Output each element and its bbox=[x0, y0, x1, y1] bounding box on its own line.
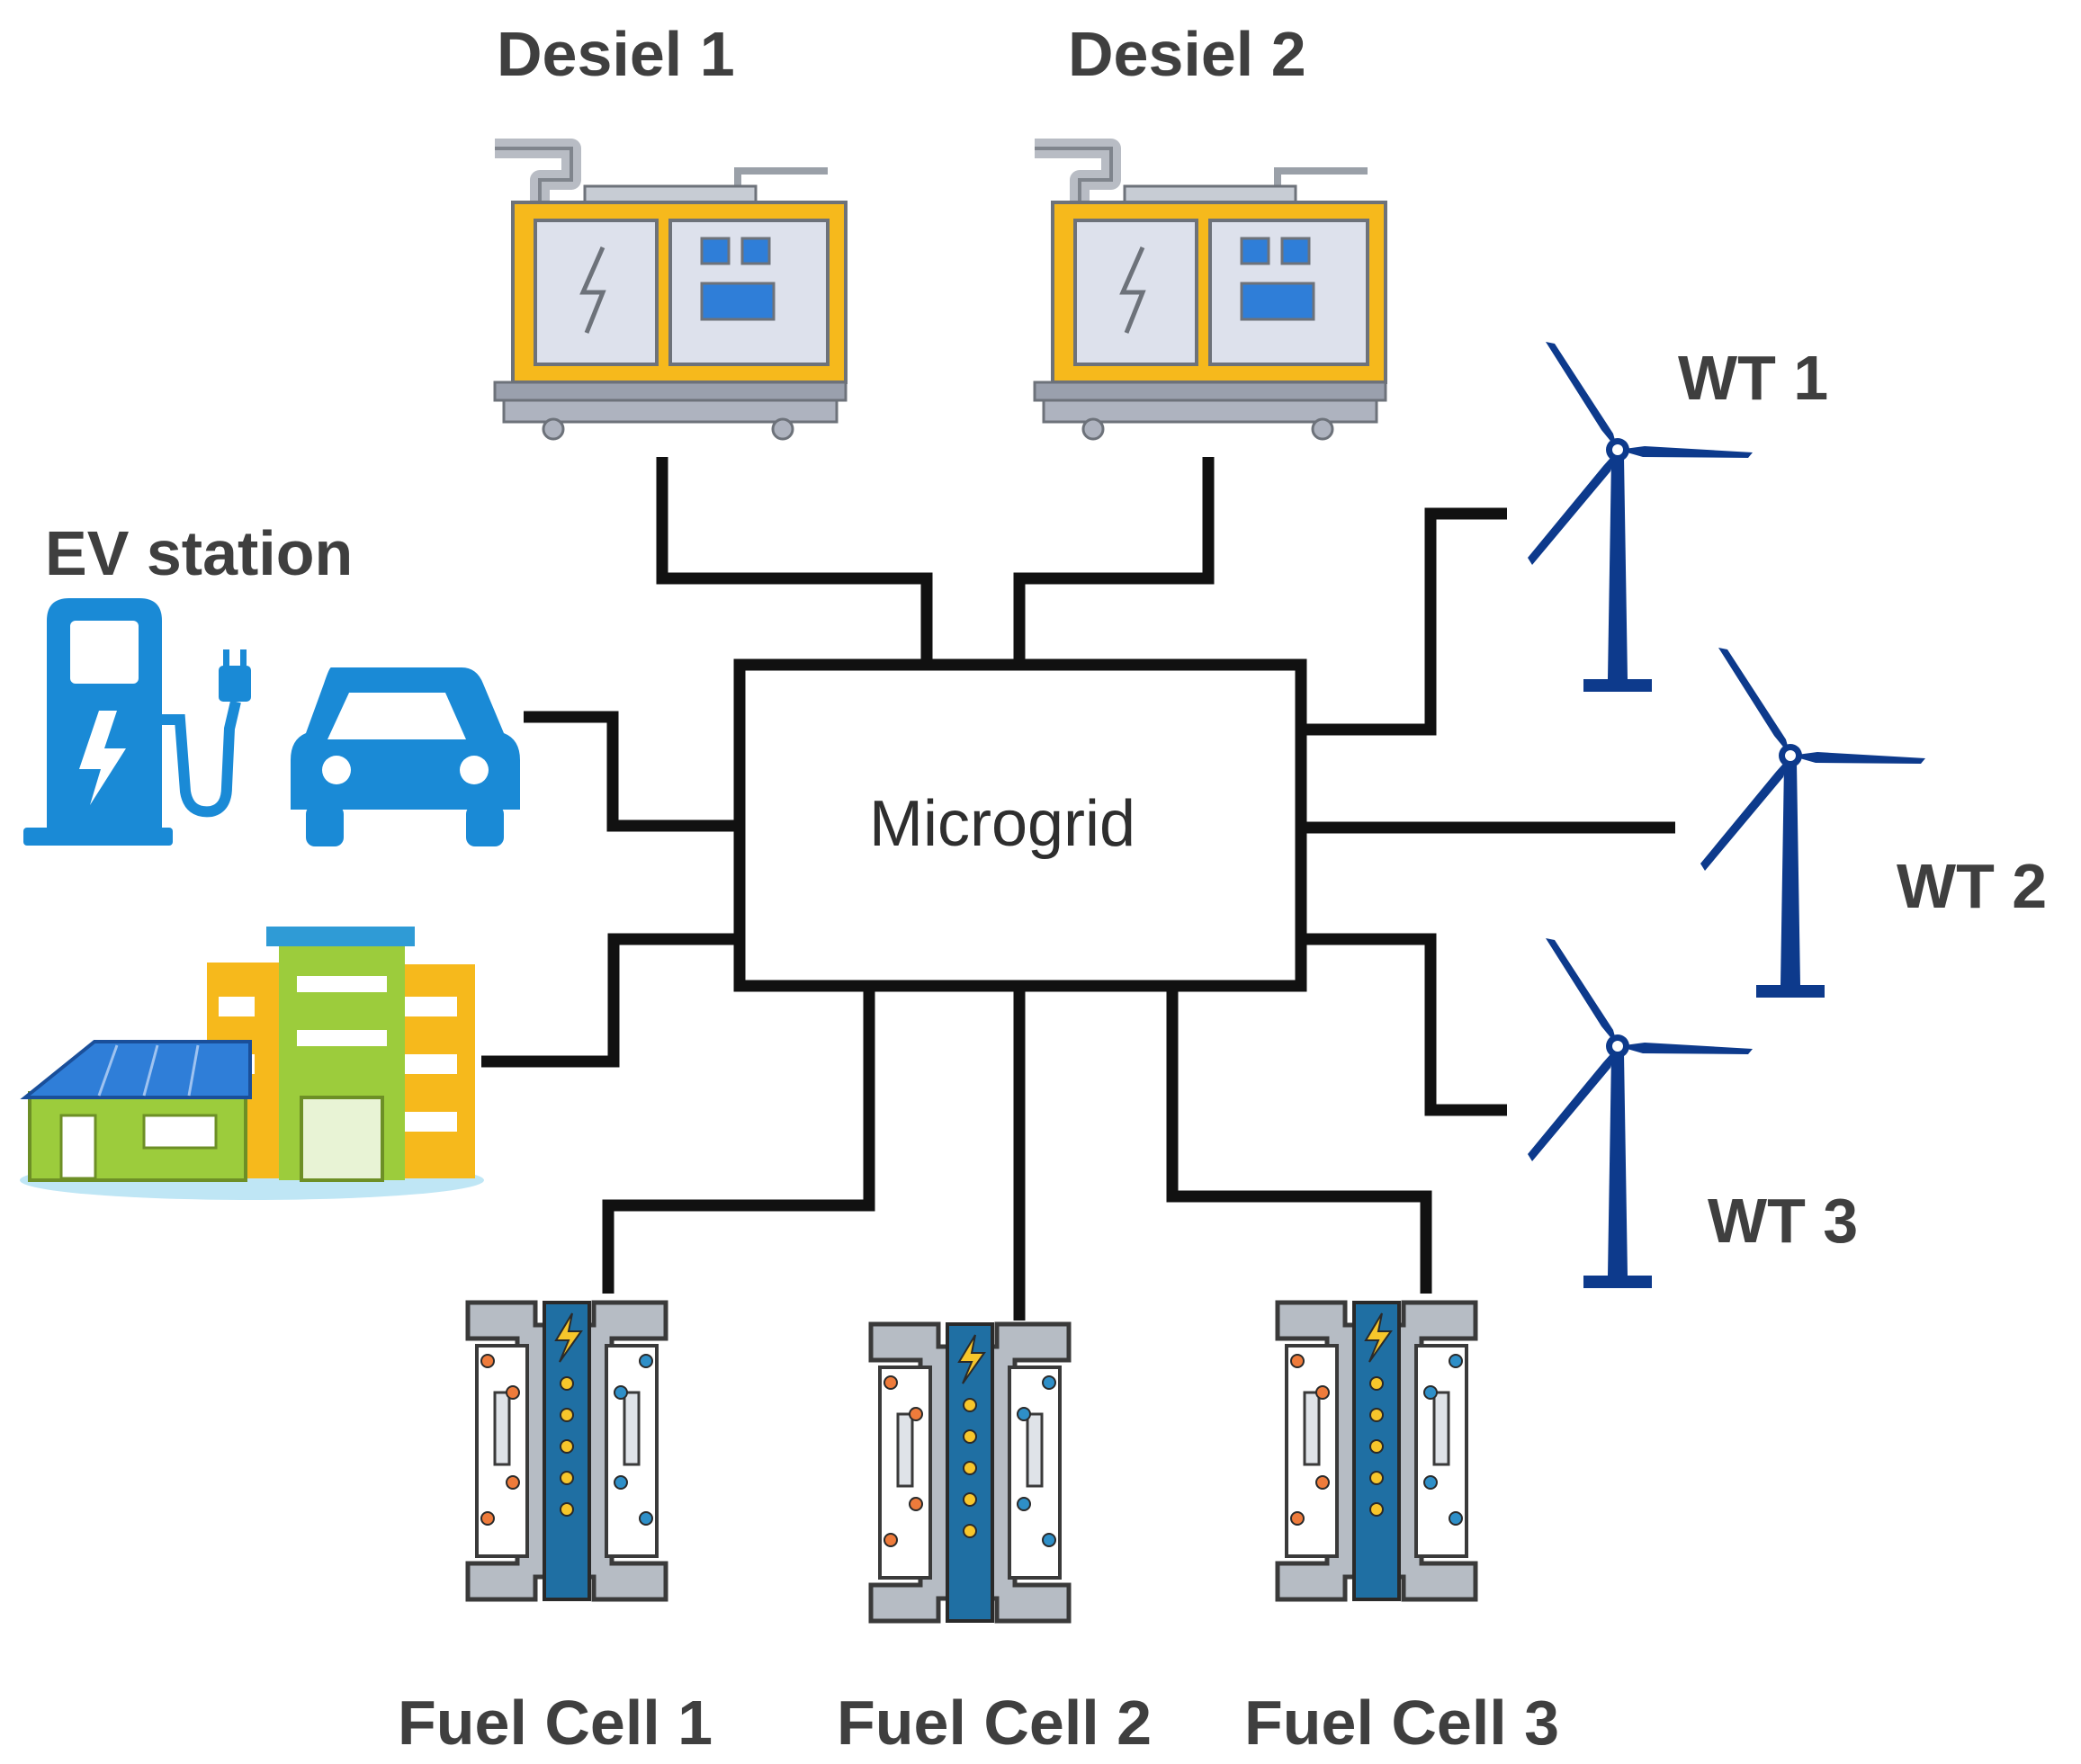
fuel-cell-icon bbox=[1278, 1303, 1476, 1599]
diesel-1-label: Desiel 1 bbox=[497, 19, 735, 89]
diesel-generator-icon bbox=[1035, 148, 1386, 439]
fuel-cell-1-label: Fuel Cell 1 bbox=[398, 1688, 713, 1758]
link-fuel-cell-3 bbox=[1166, 988, 1432, 1294]
diesel-2-label: Desiel 2 bbox=[1068, 19, 1306, 89]
microgrid-box bbox=[733, 658, 1307, 992]
buildings-with-solar-panel-icon bbox=[20, 927, 484, 1200]
diesel-generator-icon bbox=[495, 148, 846, 439]
wind-turbine-icon bbox=[1700, 648, 1925, 998]
fuel-cell-icon bbox=[468, 1303, 666, 1599]
microgrid-label: Microgrid bbox=[869, 788, 1136, 860]
link-wt-1 bbox=[1303, 507, 1507, 736]
car-icon bbox=[291, 667, 520, 846]
ev-station-label: EV station bbox=[45, 518, 354, 588]
link-wt-3 bbox=[1303, 933, 1507, 1116]
connection-lines bbox=[481, 457, 1675, 1321]
fuel-cell-2-label: Fuel Cell 2 bbox=[837, 1688, 1153, 1758]
wt-2-label: WT 2 bbox=[1897, 851, 2048, 921]
ev-charging-pump-icon bbox=[23, 598, 251, 846]
wt-3-label: WT 3 bbox=[1708, 1186, 1859, 1256]
link-diesel-2 bbox=[1013, 457, 1215, 663]
link-ev-station bbox=[524, 711, 738, 832]
link-buildings bbox=[481, 933, 738, 1068]
link-diesel-1 bbox=[656, 457, 933, 663]
fuel-cell-3-label: Fuel Cell 3 bbox=[1244, 1688, 1560, 1758]
wt-1-label: WT 1 bbox=[1678, 343, 1829, 413]
link-fuel-cell-1 bbox=[602, 988, 875, 1294]
fuel-cell-icon bbox=[871, 1324, 1069, 1621]
